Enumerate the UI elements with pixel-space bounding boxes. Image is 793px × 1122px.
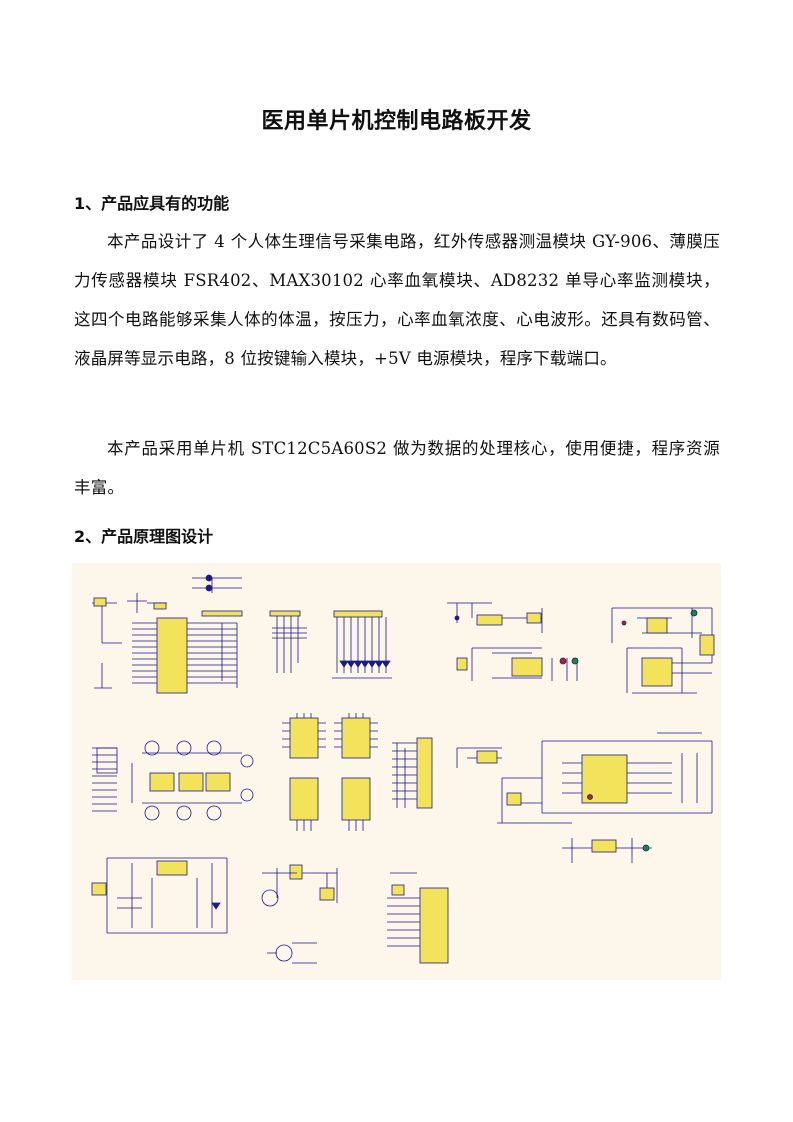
keypad-block <box>92 747 118 812</box>
power-block <box>91 857 228 934</box>
mcu-block <box>92 574 243 694</box>
ecg-block <box>456 732 713 863</box>
schematic-figure <box>72 563 721 980</box>
port-block <box>387 872 449 964</box>
paragraph-functions: 本产品设计了 4 个人体生理信号采集电路，红外传感器测温模块 GY-906、薄膜… <box>74 232 720 368</box>
driver-ic-block <box>282 713 378 831</box>
paragraph-mcu: 本产品采用单片机 STC12C5A60S2 做为数据的处理核心，使用便捷，程序资… <box>74 439 720 497</box>
lcd-block <box>392 737 433 809</box>
relay-block <box>261 864 338 964</box>
seven-seg-block <box>131 740 254 821</box>
section-heading-functions: 1、产品应具有的功能 <box>74 194 230 213</box>
sensor-block-a <box>447 602 578 681</box>
section-heading-schematic: 2、产品原理图设计 <box>74 527 214 546</box>
document-title: 医用单片机控制电路板开发 <box>261 109 532 134</box>
schematic-drawing <box>91 574 715 964</box>
led-block <box>269 610 392 679</box>
sensor-block-b <box>611 607 715 694</box>
